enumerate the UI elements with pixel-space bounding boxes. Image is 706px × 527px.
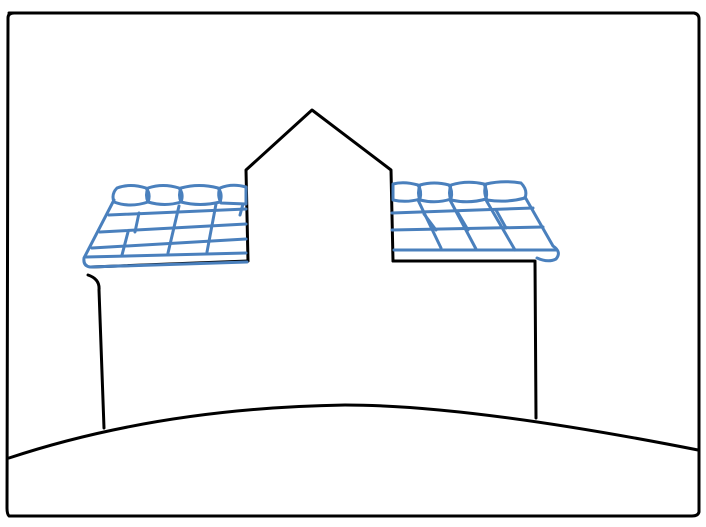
right-wing-wall [391, 259, 538, 420]
left-roof-seam [120, 230, 130, 257]
left-roof [82, 183, 249, 269]
right-roof-seam [484, 198, 517, 252]
left-roof-cap-tile [145, 184, 184, 206]
left-roof-cap-tile [111, 184, 151, 207]
left-roof-cap-tile [178, 184, 223, 206]
left-roof-seam [166, 204, 181, 255]
right-roof-seam [448, 198, 478, 251]
right-roof-row [390, 206, 535, 215]
left-roof-seam [205, 202, 218, 254]
right-roof-seam [422, 212, 438, 232]
left-roof-slope [82, 198, 249, 269]
frame-border [5, 11, 701, 518]
left-wing-wall [86, 259, 250, 430]
right-roof-seam [456, 211, 470, 232]
right-roof-seam [416, 198, 443, 250]
left-roof-seam [238, 202, 245, 217]
right-roof-cap-tile [417, 181, 454, 204]
ground-hill [7, 403, 700, 460]
center-tower-outline [244, 108, 395, 263]
left-roof-row [84, 251, 248, 259]
left-roof-seam [133, 211, 141, 234]
right-roof-cap-tile [483, 180, 528, 203]
right-roof-cap-tile [448, 180, 489, 204]
right-roof-cap-tile [391, 181, 423, 203]
right-roof-seam [494, 208, 508, 230]
right-roof-slope [523, 195, 560, 263]
left-roof-cap-tile [217, 183, 248, 206]
right-roof [390, 180, 560, 263]
